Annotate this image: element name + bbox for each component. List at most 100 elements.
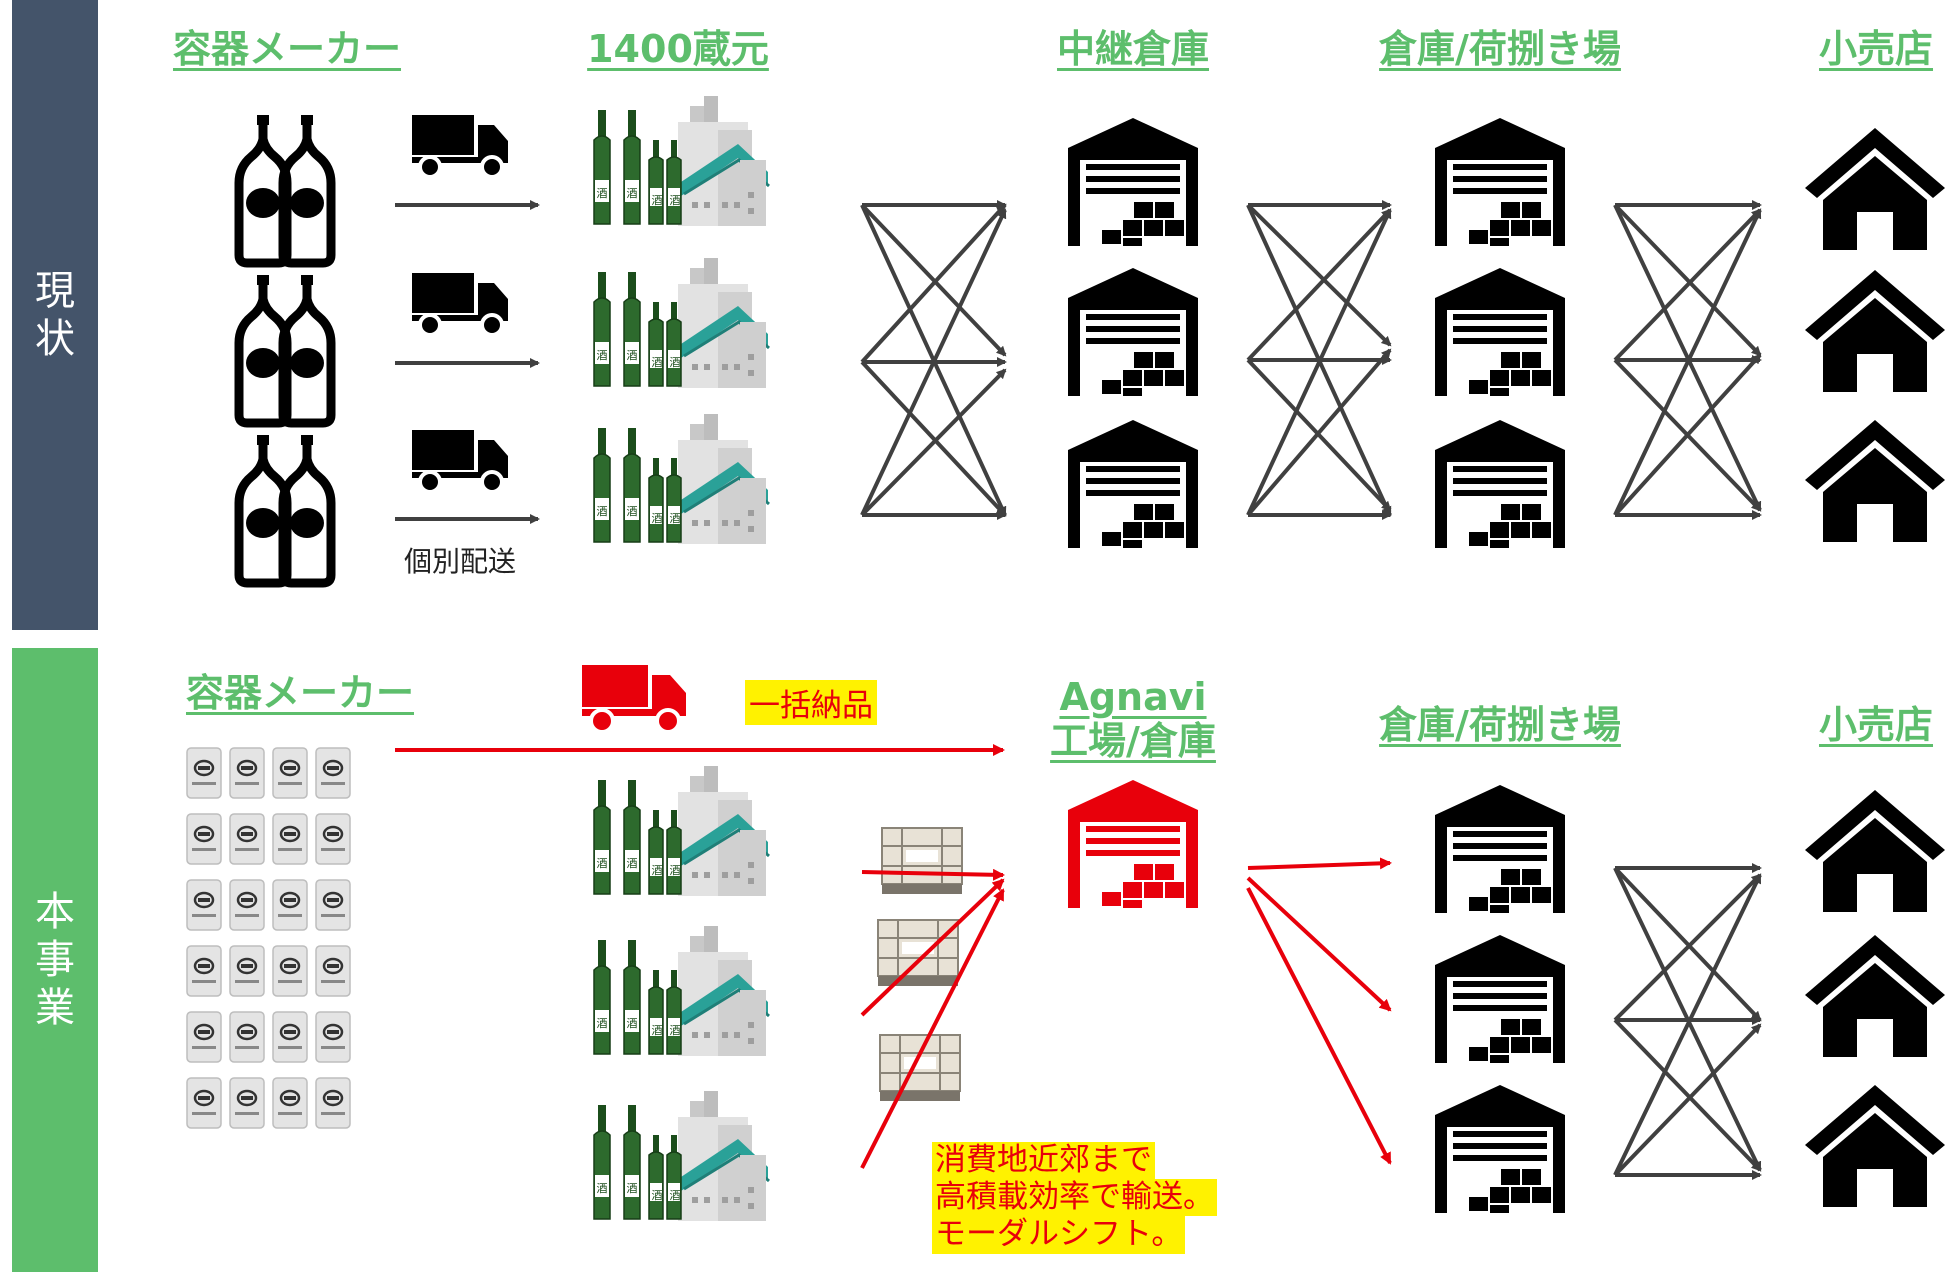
- bottle-label: 酒: [652, 194, 663, 207]
- can-icon: [271, 1010, 309, 1064]
- house-icon: [1805, 420, 1945, 542]
- section-business: 本事業: [12, 648, 98, 1272]
- modal-shift-note: 消費地近郊まで 高積載効率で輸送。 モーダルシフト。: [932, 1142, 1217, 1254]
- truck-icon: [410, 113, 510, 179]
- tank-icon: [881, 827, 963, 895]
- cross-arrows-1: [860, 200, 1007, 520]
- label-container-maker-top: 容器メーカー: [172, 27, 402, 71]
- can-icon: [228, 746, 266, 800]
- bottle-label: 酒: [597, 505, 608, 518]
- can-icon: [314, 878, 352, 932]
- can-icon: [185, 1076, 223, 1130]
- bottle-label: 酒: [597, 349, 608, 362]
- brewery-icon: [592, 256, 771, 390]
- warehouse-icon: [1068, 268, 1198, 396]
- can-icon: [185, 944, 223, 998]
- bottle-label: 酒: [670, 1189, 681, 1202]
- label-agnavi-line1: Agnavi: [1059, 675, 1207, 719]
- can-icon: [314, 746, 352, 800]
- bottle-label: 酒: [627, 349, 638, 362]
- can-grid: [185, 746, 352, 1130]
- bottle-label: 酒: [652, 864, 663, 877]
- bottom-flow: [185, 663, 1945, 1223]
- bottle-label: 酒: [652, 1189, 663, 1202]
- warehouse-icon: [1068, 420, 1198, 548]
- bottle-label: 酒: [627, 1017, 638, 1030]
- bottle-label: 酒: [597, 187, 608, 200]
- cross-arrows-3: [1613, 200, 1762, 520]
- bottle-label: 酒: [627, 1182, 638, 1195]
- note-line-3: モーダルシフト。: [932, 1216, 1186, 1254]
- top-flow: [239, 94, 1945, 583]
- house-icon: [1805, 935, 1945, 1057]
- warehouse-icon: [1435, 420, 1565, 548]
- label-breweries: 1400蔵元: [587, 27, 769, 71]
- can-icon: [185, 812, 223, 866]
- bottle-pair-icon: [239, 115, 331, 263]
- house-icon: [1805, 128, 1945, 250]
- tank-icon: [879, 1034, 961, 1102]
- bottle-label: 酒: [670, 864, 681, 877]
- bottle-label: 酒: [652, 1024, 663, 1037]
- can-icon: [271, 878, 309, 932]
- can-icon: [228, 1076, 266, 1130]
- red-truck-icon: [580, 663, 688, 734]
- tank-icon: [877, 919, 959, 987]
- label-retail-bottom: 小売店: [1818, 703, 1934, 747]
- label-container-maker-bottom: 容器メーカー: [185, 671, 415, 715]
- can-icon: [271, 812, 309, 866]
- warehouse-icon: [1435, 118, 1565, 246]
- can-icon: [228, 944, 266, 998]
- brewery-icon: [592, 924, 771, 1058]
- can-icon: [228, 1010, 266, 1064]
- can-icon: [314, 944, 352, 998]
- section-business-label: 本事業: [35, 889, 75, 1031]
- bottle-label: 酒: [627, 505, 638, 518]
- label-retail-top: 小売店: [1818, 27, 1934, 71]
- can-icon: [314, 1076, 352, 1130]
- cross-arrows-2: [1246, 200, 1392, 520]
- agnavi-warehouse-icon: [1068, 780, 1198, 908]
- can-icon: [228, 812, 266, 866]
- bottle-label: 酒: [670, 1024, 681, 1037]
- bottle-label: 酒: [652, 512, 663, 525]
- house-icon: [1805, 790, 1945, 912]
- can-icon: [271, 944, 309, 998]
- brewery-icon: [592, 1089, 771, 1223]
- bottle-pair-icon: [239, 435, 331, 583]
- brewery-icon: [592, 412, 771, 546]
- note-line-1: 消費地近郊まで: [932, 1142, 1155, 1180]
- cross-arrows-bottom: [1613, 863, 1762, 1180]
- bottle-label: 酒: [627, 857, 638, 870]
- brewery-icon: [592, 94, 771, 228]
- tank-to-agnavi-arrows: [860, 868, 1005, 1169]
- bottle-label: 酒: [652, 356, 663, 369]
- warehouse-icon: [1435, 935, 1565, 1063]
- bottle-label: 酒: [597, 1017, 608, 1030]
- house-icon: [1805, 1085, 1945, 1207]
- truck-icon: [410, 271, 510, 337]
- brewery-icon: [592, 764, 771, 898]
- house-icon: [1805, 270, 1945, 392]
- can-icon: [185, 746, 223, 800]
- individual-delivery-label: 個別配送: [404, 545, 517, 578]
- can-icon: [228, 878, 266, 932]
- bulk-delivery-label: 一括納品: [745, 680, 877, 725]
- label-warehouse-sorting-top: 倉庫/荷捌き場: [1379, 27, 1621, 71]
- label-agnavi-line2: 工場/倉庫: [1050, 718, 1216, 763]
- can-icon: [271, 1076, 309, 1130]
- warehouse-icon: [1435, 268, 1565, 396]
- note-line-2: 高積載効率で輸送。: [932, 1179, 1217, 1217]
- can-icon: [185, 1010, 223, 1064]
- bottle-label: 酒: [597, 857, 608, 870]
- bottle-label: 酒: [670, 194, 681, 207]
- section-current-label: 現状: [35, 268, 75, 362]
- can-icon: [314, 1010, 352, 1064]
- warehouse-icon: [1068, 118, 1198, 246]
- section-current: 現状: [12, 0, 98, 630]
- warehouse-icon: [1435, 785, 1565, 913]
- can-icon: [185, 878, 223, 932]
- agnavi-out-arrows: [1246, 857, 1392, 1165]
- bottle-label: 酒: [627, 187, 638, 200]
- truck-icon: [410, 428, 510, 494]
